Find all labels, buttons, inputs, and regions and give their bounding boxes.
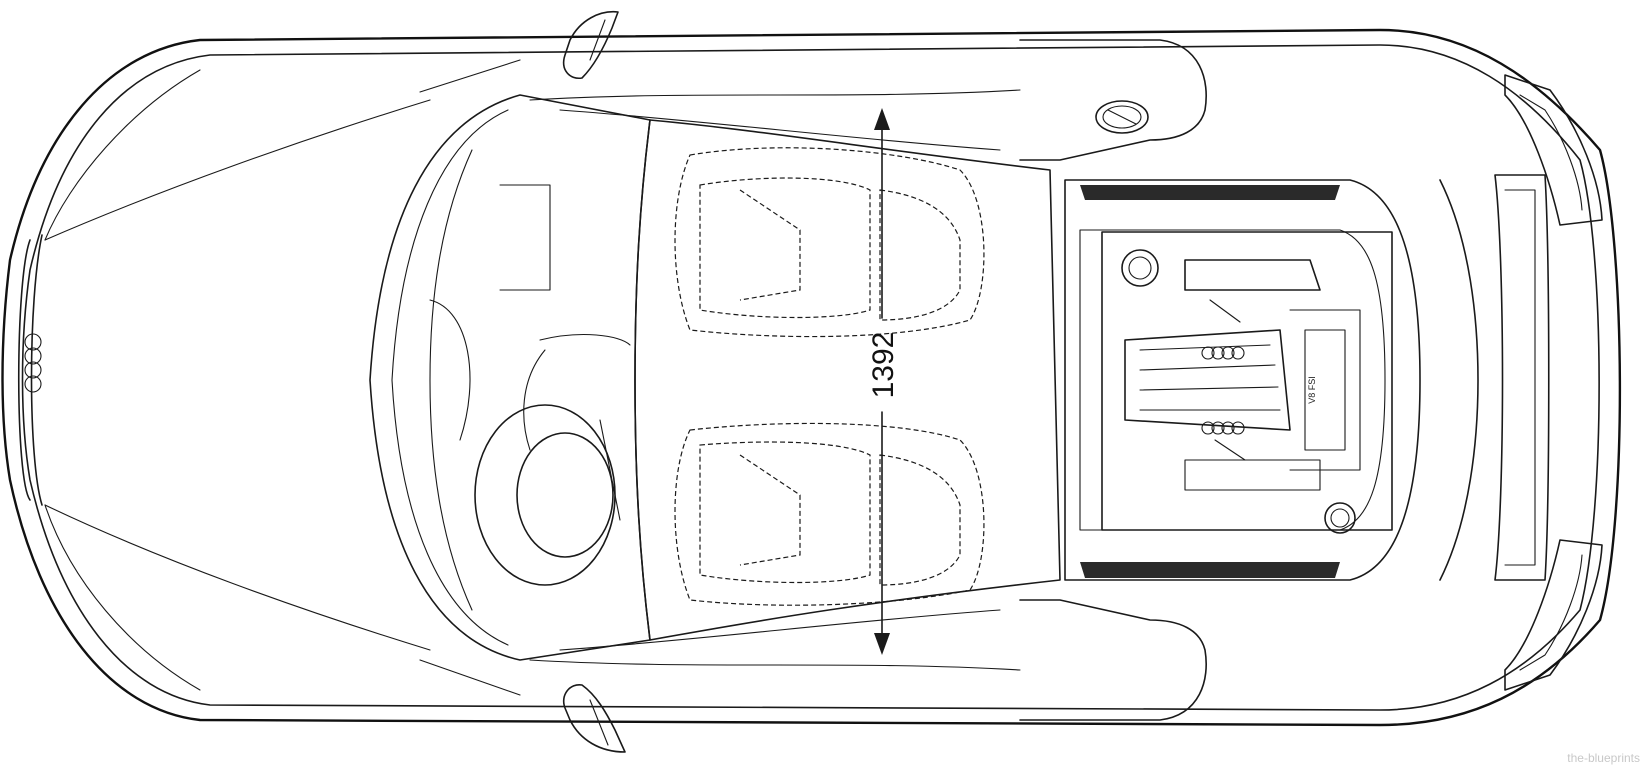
cabin-roof bbox=[529, 89, 1061, 671]
upper-tail-light bbox=[1504, 74, 1603, 226]
seat-bottom bbox=[674, 422, 985, 606]
seat-top bbox=[674, 147, 985, 338]
upper-rear-haunch bbox=[1019, 39, 1207, 161]
width-dimension-label: 1392 bbox=[867, 332, 900, 399]
right-mirror bbox=[563, 684, 626, 753]
lower-rear-haunch bbox=[1019, 599, 1207, 721]
engine-four-rings-logo-icon bbox=[1201, 346, 1245, 435]
rear-deck bbox=[1439, 174, 1550, 581]
fuel-cap-icon bbox=[1095, 100, 1149, 134]
watermark: the-blueprints bbox=[1567, 751, 1640, 765]
left-mirror bbox=[563, 11, 619, 80]
engine-cover bbox=[1064, 179, 1421, 581]
lower-tail-light bbox=[1504, 539, 1603, 691]
windshield bbox=[369, 94, 651, 661]
width-dimension-arrow bbox=[874, 108, 890, 655]
engine-block bbox=[1121, 249, 1361, 534]
body-outline bbox=[1, 28, 1622, 727]
steering-wheel-icon bbox=[474, 404, 621, 586]
front-four-rings-logo-icon bbox=[24, 333, 42, 393]
engine-vent-bottom bbox=[1080, 562, 1340, 578]
engine-badge-label: V8 FSI bbox=[1307, 376, 1317, 404]
engine-vent-top bbox=[1080, 185, 1340, 200]
